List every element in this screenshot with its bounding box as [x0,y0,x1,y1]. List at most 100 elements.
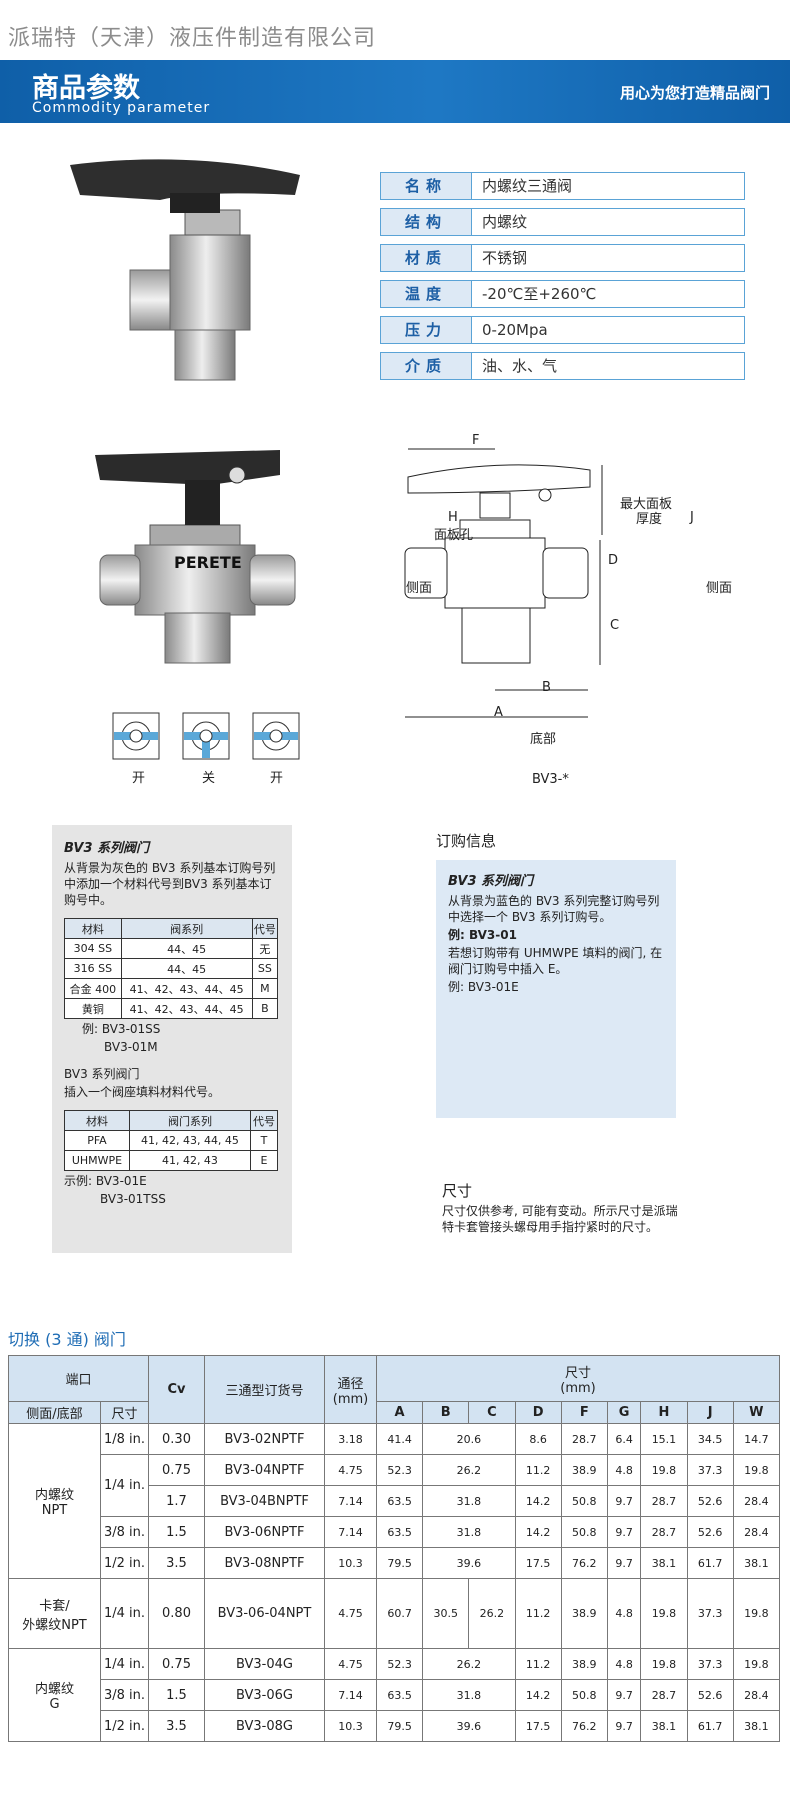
dims-text: 尺寸仅供参考, 可能有变动。所示尺寸是派瑞特卡套管接头螺母用手指拧紧时的尺寸。 [442,1204,678,1234]
table-cell: 38.9 [560,1454,608,1486]
table-cell: 39.6 [422,1710,516,1742]
table-cell: 11.2 [514,1648,562,1680]
table-cell: 4.75 [324,1648,377,1680]
param-row: 名称内螺纹三通阀 [380,172,745,200]
max-panel-label: 最大面板 [620,497,673,512]
table-cell: 14.2 [514,1485,562,1517]
table-cell: 52.6 [686,1485,734,1517]
example-text: 示例: BV3-01E [64,1174,147,1188]
table-cell: 79.5 [375,1710,424,1742]
table-cell: BV3-08NPTF [204,1547,325,1579]
header-dim-col: G [606,1401,642,1424]
table-cell: 3/8 in. [100,1516,149,1548]
dimension-drawing [404,448,603,718]
table-cell: 38.9 [560,1578,608,1649]
header-dim-col: F [560,1401,608,1424]
table-cell: 60.7 [375,1578,424,1649]
table-cell: 4.8 [606,1578,642,1649]
max-panel-label-2: 厚度 [636,512,663,527]
bottom-label: 底部 [530,732,557,747]
table-cell: 28.4 [732,1516,781,1548]
table-cell: 10.3 [324,1547,377,1579]
table-cell: 4.75 [324,1578,377,1649]
table-cell: 3/8 in. [100,1679,149,1711]
table-cell: 31.8 [422,1516,516,1548]
table-cell: 1.5 [148,1516,205,1548]
table-cell: BV3-04BNPTF [204,1485,325,1517]
header-dim-col: J [686,1401,734,1424]
table-cell: 28.7 [560,1423,608,1455]
table-cell: 4.8 [606,1648,642,1680]
table-cell: 3.18 [324,1423,377,1455]
side-label-right: 侧面 [706,581,733,596]
table-cell: 20.6 [422,1423,516,1455]
table-cell: 内螺纹 G [8,1648,101,1742]
table-cell: 9.7 [606,1547,642,1579]
table-cell: 15.1 [640,1423,688,1455]
param-row: 温度-20℃至+260℃ [380,280,745,308]
company-name: 派瑞特（天津）液压件制造有限公司 [8,26,377,51]
example-text: BV3-01M [104,1040,158,1054]
order-info-title: 订购信息 [436,832,497,850]
table-cell: 19.8 [732,1578,781,1649]
table-cell: 19.8 [732,1454,781,1486]
table-cell: BV3-06G [204,1679,325,1711]
table-cell: 7.14 [324,1679,377,1711]
header-dims: 尺寸 (mm) [376,1355,780,1402]
table-cell: 卡套/ 外螺纹NPT [8,1578,101,1649]
table-cell: 8.6 [514,1423,562,1455]
table-cell: 31.8 [422,1679,516,1711]
table-cell: 38.9 [560,1648,608,1680]
order-example-2: 例: BV3-01E [448,980,519,994]
table-cell: 4.8 [606,1454,642,1486]
table-cell: 61.7 [686,1710,734,1742]
table-cell: 38.1 [732,1710,781,1742]
order-intro: 从背景为蓝色的 BV3 系列完整订购号列中选择一个 BV3 系列订购号。 [448,894,660,924]
table-cell: 1.5 [148,1679,205,1711]
table-cell: 4.75 [324,1454,377,1486]
dim-label-a: A [494,705,503,720]
table-cell: 14.7 [732,1423,781,1455]
table-cell: 0.30 [148,1423,205,1455]
section-title: 切换 (3 通) 阀门 [8,1330,126,1349]
table-cell: 28.4 [732,1485,781,1517]
position-icons [112,712,300,760]
table-cell: 76.2 [560,1710,608,1742]
table-cell: 52.6 [686,1679,734,1711]
table-cell: 19.8 [640,1454,688,1486]
table-cell: BV3-02NPTF [204,1423,325,1455]
header-dim-col: D [514,1401,562,1424]
header-dim-col: A [375,1401,424,1424]
dim-label-d: D [608,553,619,568]
position-open-icon [112,712,160,760]
table-cell: 19.8 [640,1578,688,1649]
banner-subtitle: Commodity parameter [32,100,211,116]
side-label-left: 侧面 [406,581,433,596]
table-cell: 52.3 [375,1648,424,1680]
position-closed-icon [182,712,230,760]
table-cell: 1/4 in. [100,1454,149,1517]
param-row: 结构内螺纹 [380,208,745,236]
table-cell: 39.6 [422,1547,516,1579]
table-cell: 34.5 [686,1423,734,1455]
table-cell: 19.8 [732,1648,781,1680]
table-cell: 63.5 [375,1516,424,1548]
dims-title: 尺寸 [442,1182,473,1200]
panel-intro-2: 插入一个阀座填料材料代号。 [64,1085,221,1099]
brand-label: PERETE [174,553,242,572]
position-label: 开 [132,771,146,786]
table-cell: BV3-06-04NPT [204,1578,325,1649]
header-banner: 商品参数 Commodity parameter 用心为您打造精品阀门 [0,60,790,123]
table-cell: 14.2 [514,1679,562,1711]
example-text: BV3-01TSS [100,1192,166,1206]
table-cell: 26.2 [422,1454,516,1486]
table-cell: 17.5 [514,1710,562,1742]
table-cell: 50.8 [560,1516,608,1548]
order-example: 例: BV3-01 [448,928,517,942]
panel-hole-label: 面板孔 [434,528,474,543]
